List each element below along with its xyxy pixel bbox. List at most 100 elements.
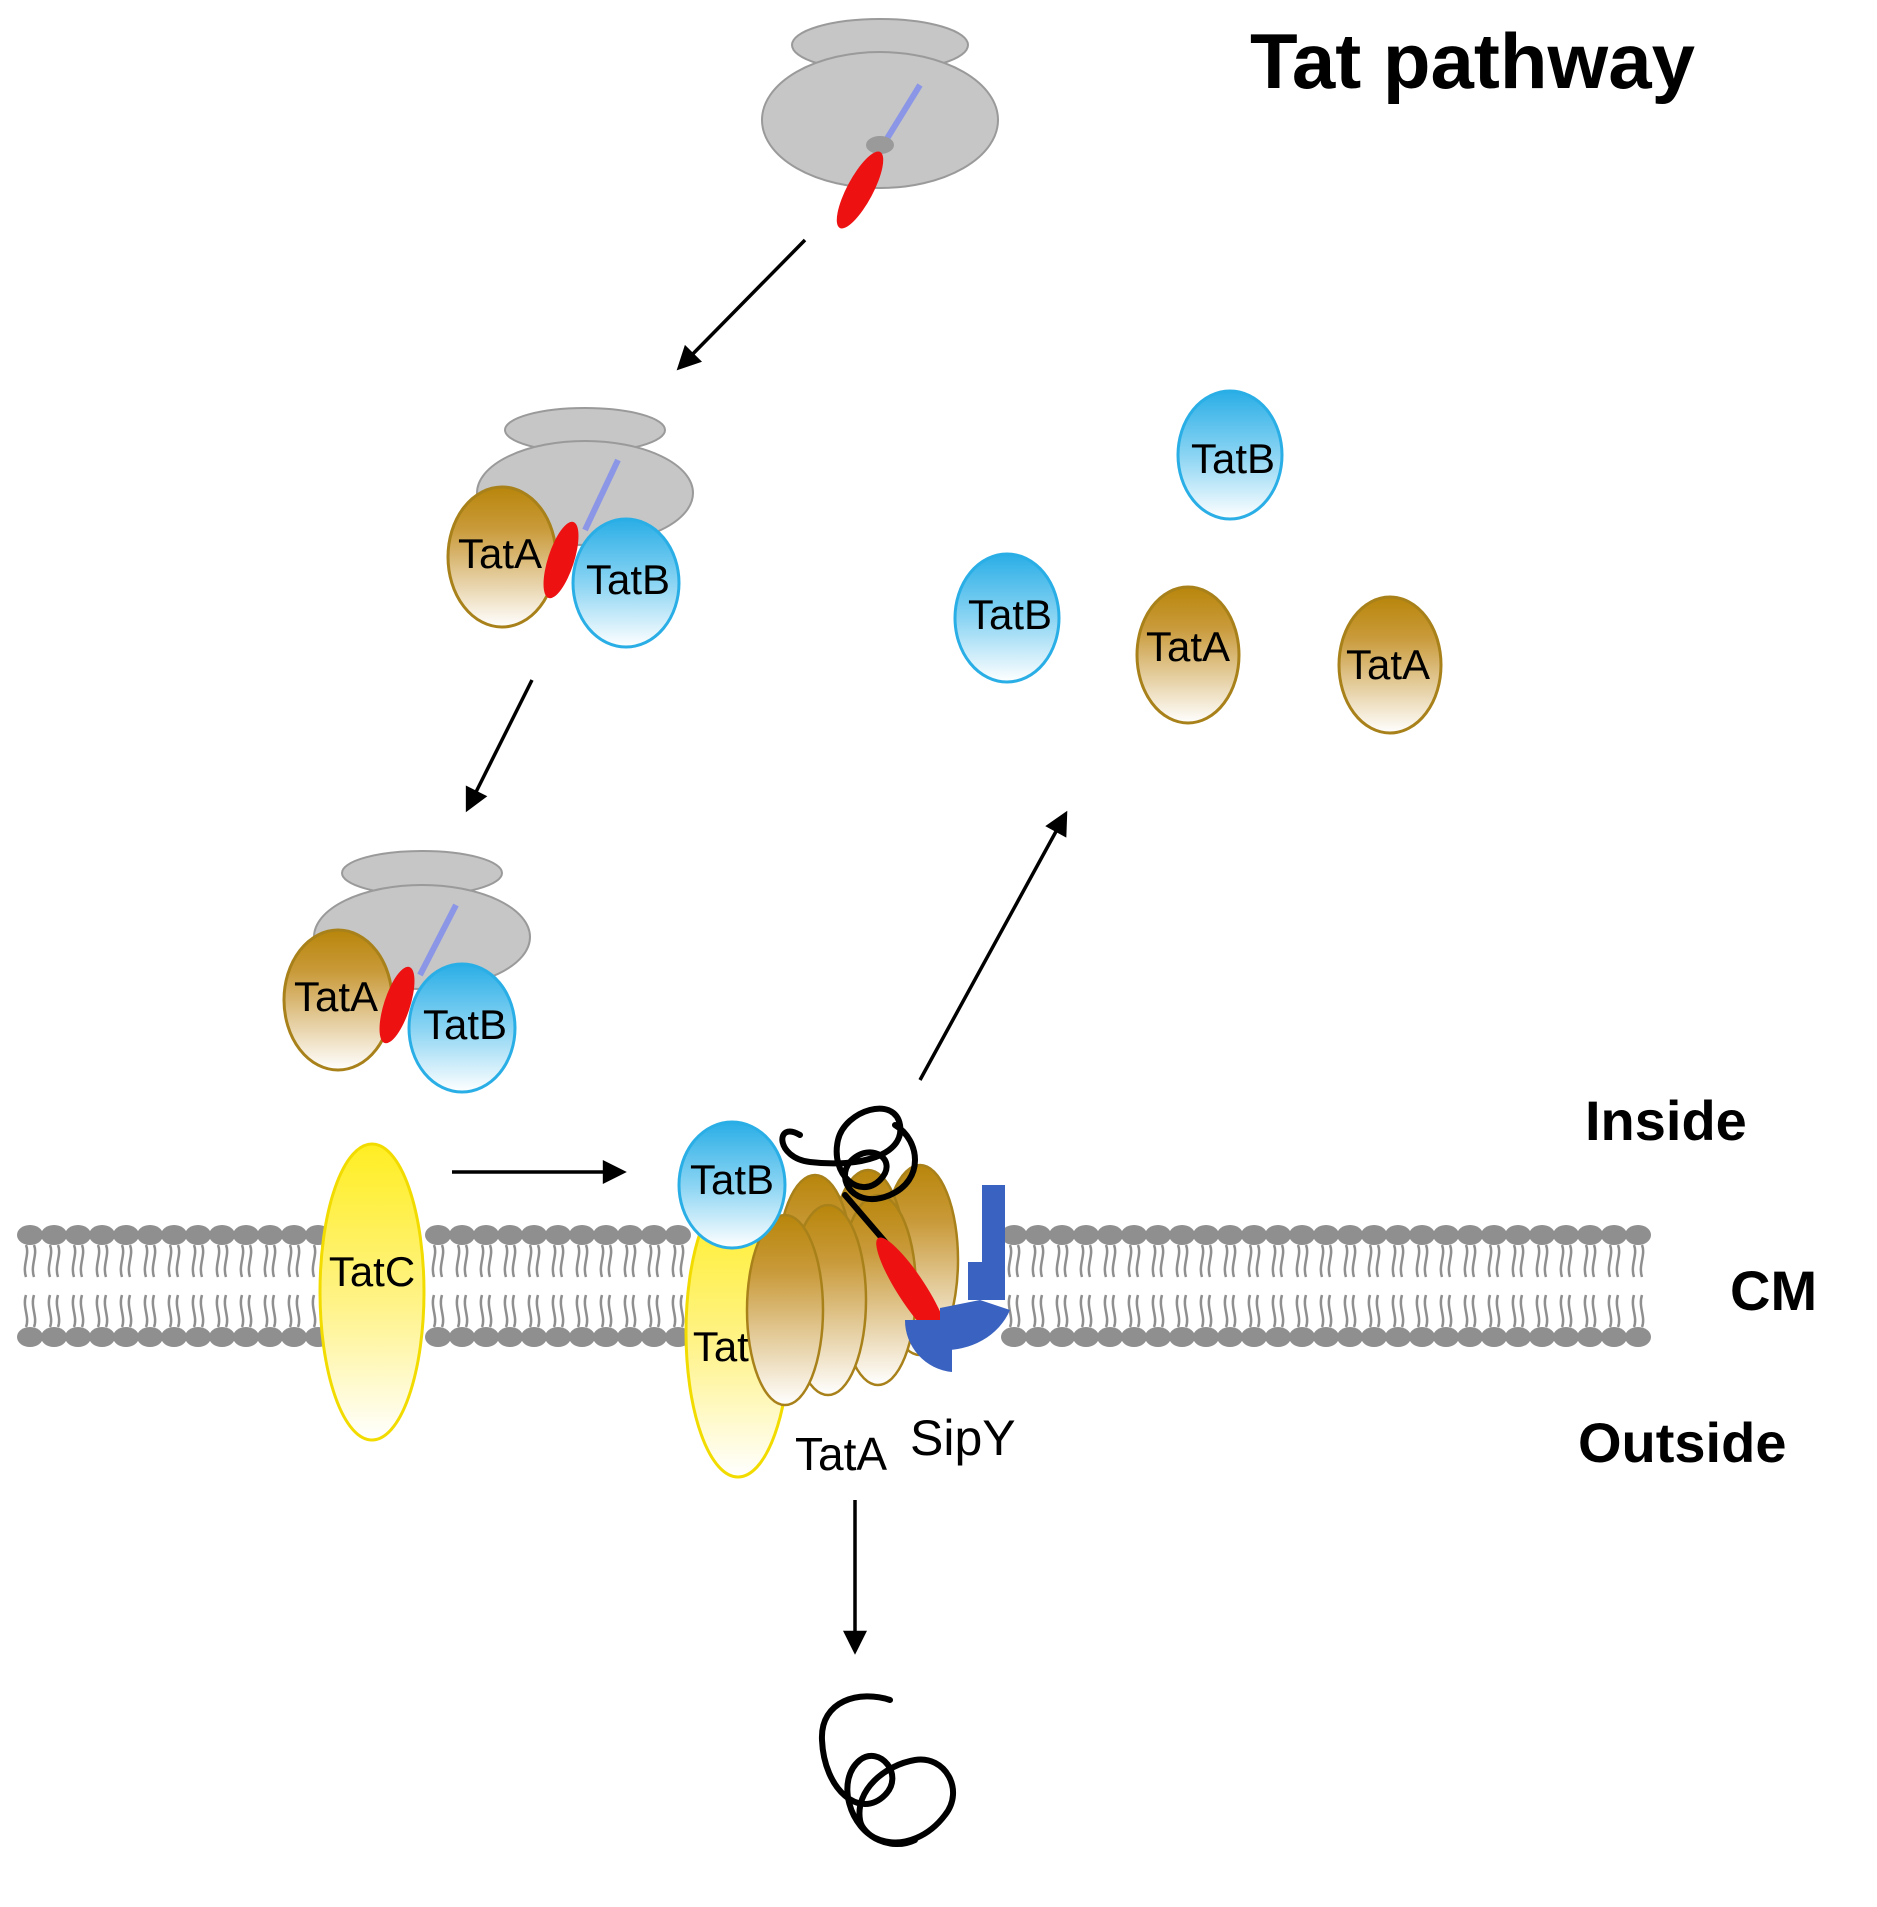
- lipid-tail: [1615, 1244, 1621, 1278]
- lipid-head: [209, 1225, 235, 1245]
- lipid-tail: [1175, 1244, 1181, 1278]
- lipid-tail: [479, 1294, 485, 1328]
- lipid-tail: [1423, 1294, 1429, 1328]
- lipid-tail: [1183, 1244, 1189, 1278]
- lipid-tail: [583, 1294, 589, 1328]
- tata-protein-icon: [1135, 585, 1241, 725]
- lipid-tail: [191, 1294, 197, 1328]
- lipid-head: [113, 1327, 139, 1347]
- lipid-head: [1169, 1327, 1195, 1347]
- lipid-tail: [1535, 1244, 1541, 1278]
- lipid-tail: [1415, 1244, 1421, 1278]
- lipid-tail: [31, 1244, 37, 1278]
- tata-label: TatA: [795, 1428, 887, 1480]
- lipid-tail: [167, 1294, 173, 1328]
- free-tata-2: TatA: [1337, 595, 1443, 735]
- lipid-tail: [1367, 1294, 1373, 1328]
- lipid-tail: [575, 1244, 581, 1278]
- lipid-tail: [1543, 1244, 1549, 1278]
- lipid-tail: [55, 1294, 61, 1328]
- lipid-head: [1529, 1327, 1555, 1347]
- lipid-tail: [487, 1294, 493, 1328]
- lipid-head: [569, 1327, 595, 1347]
- lipid-tail: [1223, 1294, 1229, 1328]
- lipid-tail: [175, 1244, 181, 1278]
- lipid-tail: [1159, 1294, 1165, 1328]
- lipid-tail: [1271, 1294, 1277, 1328]
- lipid-tail: [647, 1244, 653, 1278]
- lipid-tail: [247, 1244, 253, 1278]
- lipid-tail: [1039, 1294, 1045, 1328]
- lipid-head: [1289, 1225, 1315, 1245]
- lipid-tail: [311, 1244, 317, 1278]
- free-tata-1: TatA: [1135, 585, 1241, 725]
- lipid-tail: [1055, 1244, 1061, 1278]
- lipid-tail: [1519, 1294, 1525, 1328]
- lipid-tail: [71, 1294, 77, 1328]
- lipid-tail: [631, 1244, 637, 1278]
- lipid-head: [257, 1225, 283, 1245]
- lipid-tail: [1367, 1244, 1373, 1278]
- lipid-head: [569, 1225, 595, 1245]
- lipid-head: [89, 1327, 115, 1347]
- lipid-tail: [1231, 1294, 1237, 1328]
- lipid-head: [1409, 1327, 1435, 1347]
- lipid-tail: [295, 1244, 301, 1278]
- lipid-tail: [503, 1294, 509, 1328]
- lipid-tail: [607, 1244, 613, 1278]
- lipid-tail: [1591, 1294, 1597, 1328]
- lipid-head: [521, 1225, 547, 1245]
- lipid-head: [1193, 1327, 1219, 1347]
- tatb-protein-icon: TatB: [677, 1120, 787, 1250]
- lipid-tail: [1175, 1294, 1181, 1328]
- lipid-head: [1433, 1225, 1459, 1245]
- lipid-tail: [679, 1244, 685, 1278]
- lipid-tail: [167, 1244, 173, 1278]
- lipid-tail: [535, 1244, 541, 1278]
- lipid-tail: [1255, 1244, 1261, 1278]
- lipid-head: [1433, 1327, 1459, 1347]
- lipid-tail: [1543, 1294, 1549, 1328]
- lipid-tail: [1567, 1244, 1573, 1278]
- lipid-tail: [1007, 1294, 1013, 1328]
- lipid-tail: [1351, 1244, 1357, 1278]
- lipid-tail: [599, 1294, 605, 1328]
- lipid-head: [233, 1225, 259, 1245]
- arrow-icon: [676, 238, 807, 371]
- lipid-head: [497, 1225, 523, 1245]
- lipid-tail: [559, 1244, 565, 1278]
- lipid-tail: [1103, 1294, 1109, 1328]
- lipid-tail: [143, 1244, 149, 1278]
- lipid-head: [281, 1225, 307, 1245]
- lipid-head: [1553, 1225, 1579, 1245]
- lipid-tail: [487, 1244, 493, 1278]
- lipid-head: [1241, 1327, 1267, 1347]
- lipid-tail: [607, 1294, 613, 1328]
- diagram-title: Tat pathway: [1250, 17, 1695, 105]
- lipid-head: [1217, 1327, 1243, 1347]
- lipid-tail: [439, 1294, 445, 1328]
- lipid-head: [641, 1327, 667, 1347]
- lipid-tail: [271, 1244, 277, 1278]
- lipid-head: [1337, 1327, 1363, 1347]
- lipid-tail: [1135, 1244, 1141, 1278]
- lipid-tail: [1399, 1294, 1405, 1328]
- free-tatb-2: TatB: [953, 552, 1061, 684]
- lipid-tail: [503, 1244, 509, 1278]
- lipid-tail: [1583, 1244, 1589, 1278]
- lipid-tail: [1031, 1294, 1037, 1328]
- lipid-tail: [1375, 1244, 1381, 1278]
- tata-protein-icon: TatA: [282, 928, 394, 1072]
- lipid-tail: [463, 1294, 469, 1328]
- lipid-tail: [439, 1244, 445, 1278]
- lipid-tail: [47, 1244, 53, 1278]
- svg-text:TatB: TatB: [423, 1001, 507, 1048]
- ribosome-icon: [761, 18, 999, 229]
- lipid-head: [1145, 1327, 1171, 1347]
- lipid-tail: [127, 1294, 133, 1328]
- lipid-head: [185, 1225, 211, 1245]
- lipid-tail: [47, 1294, 53, 1328]
- lipid-tail: [271, 1294, 277, 1328]
- lipid-tail: [1495, 1294, 1501, 1328]
- lipid-tail: [1639, 1294, 1645, 1328]
